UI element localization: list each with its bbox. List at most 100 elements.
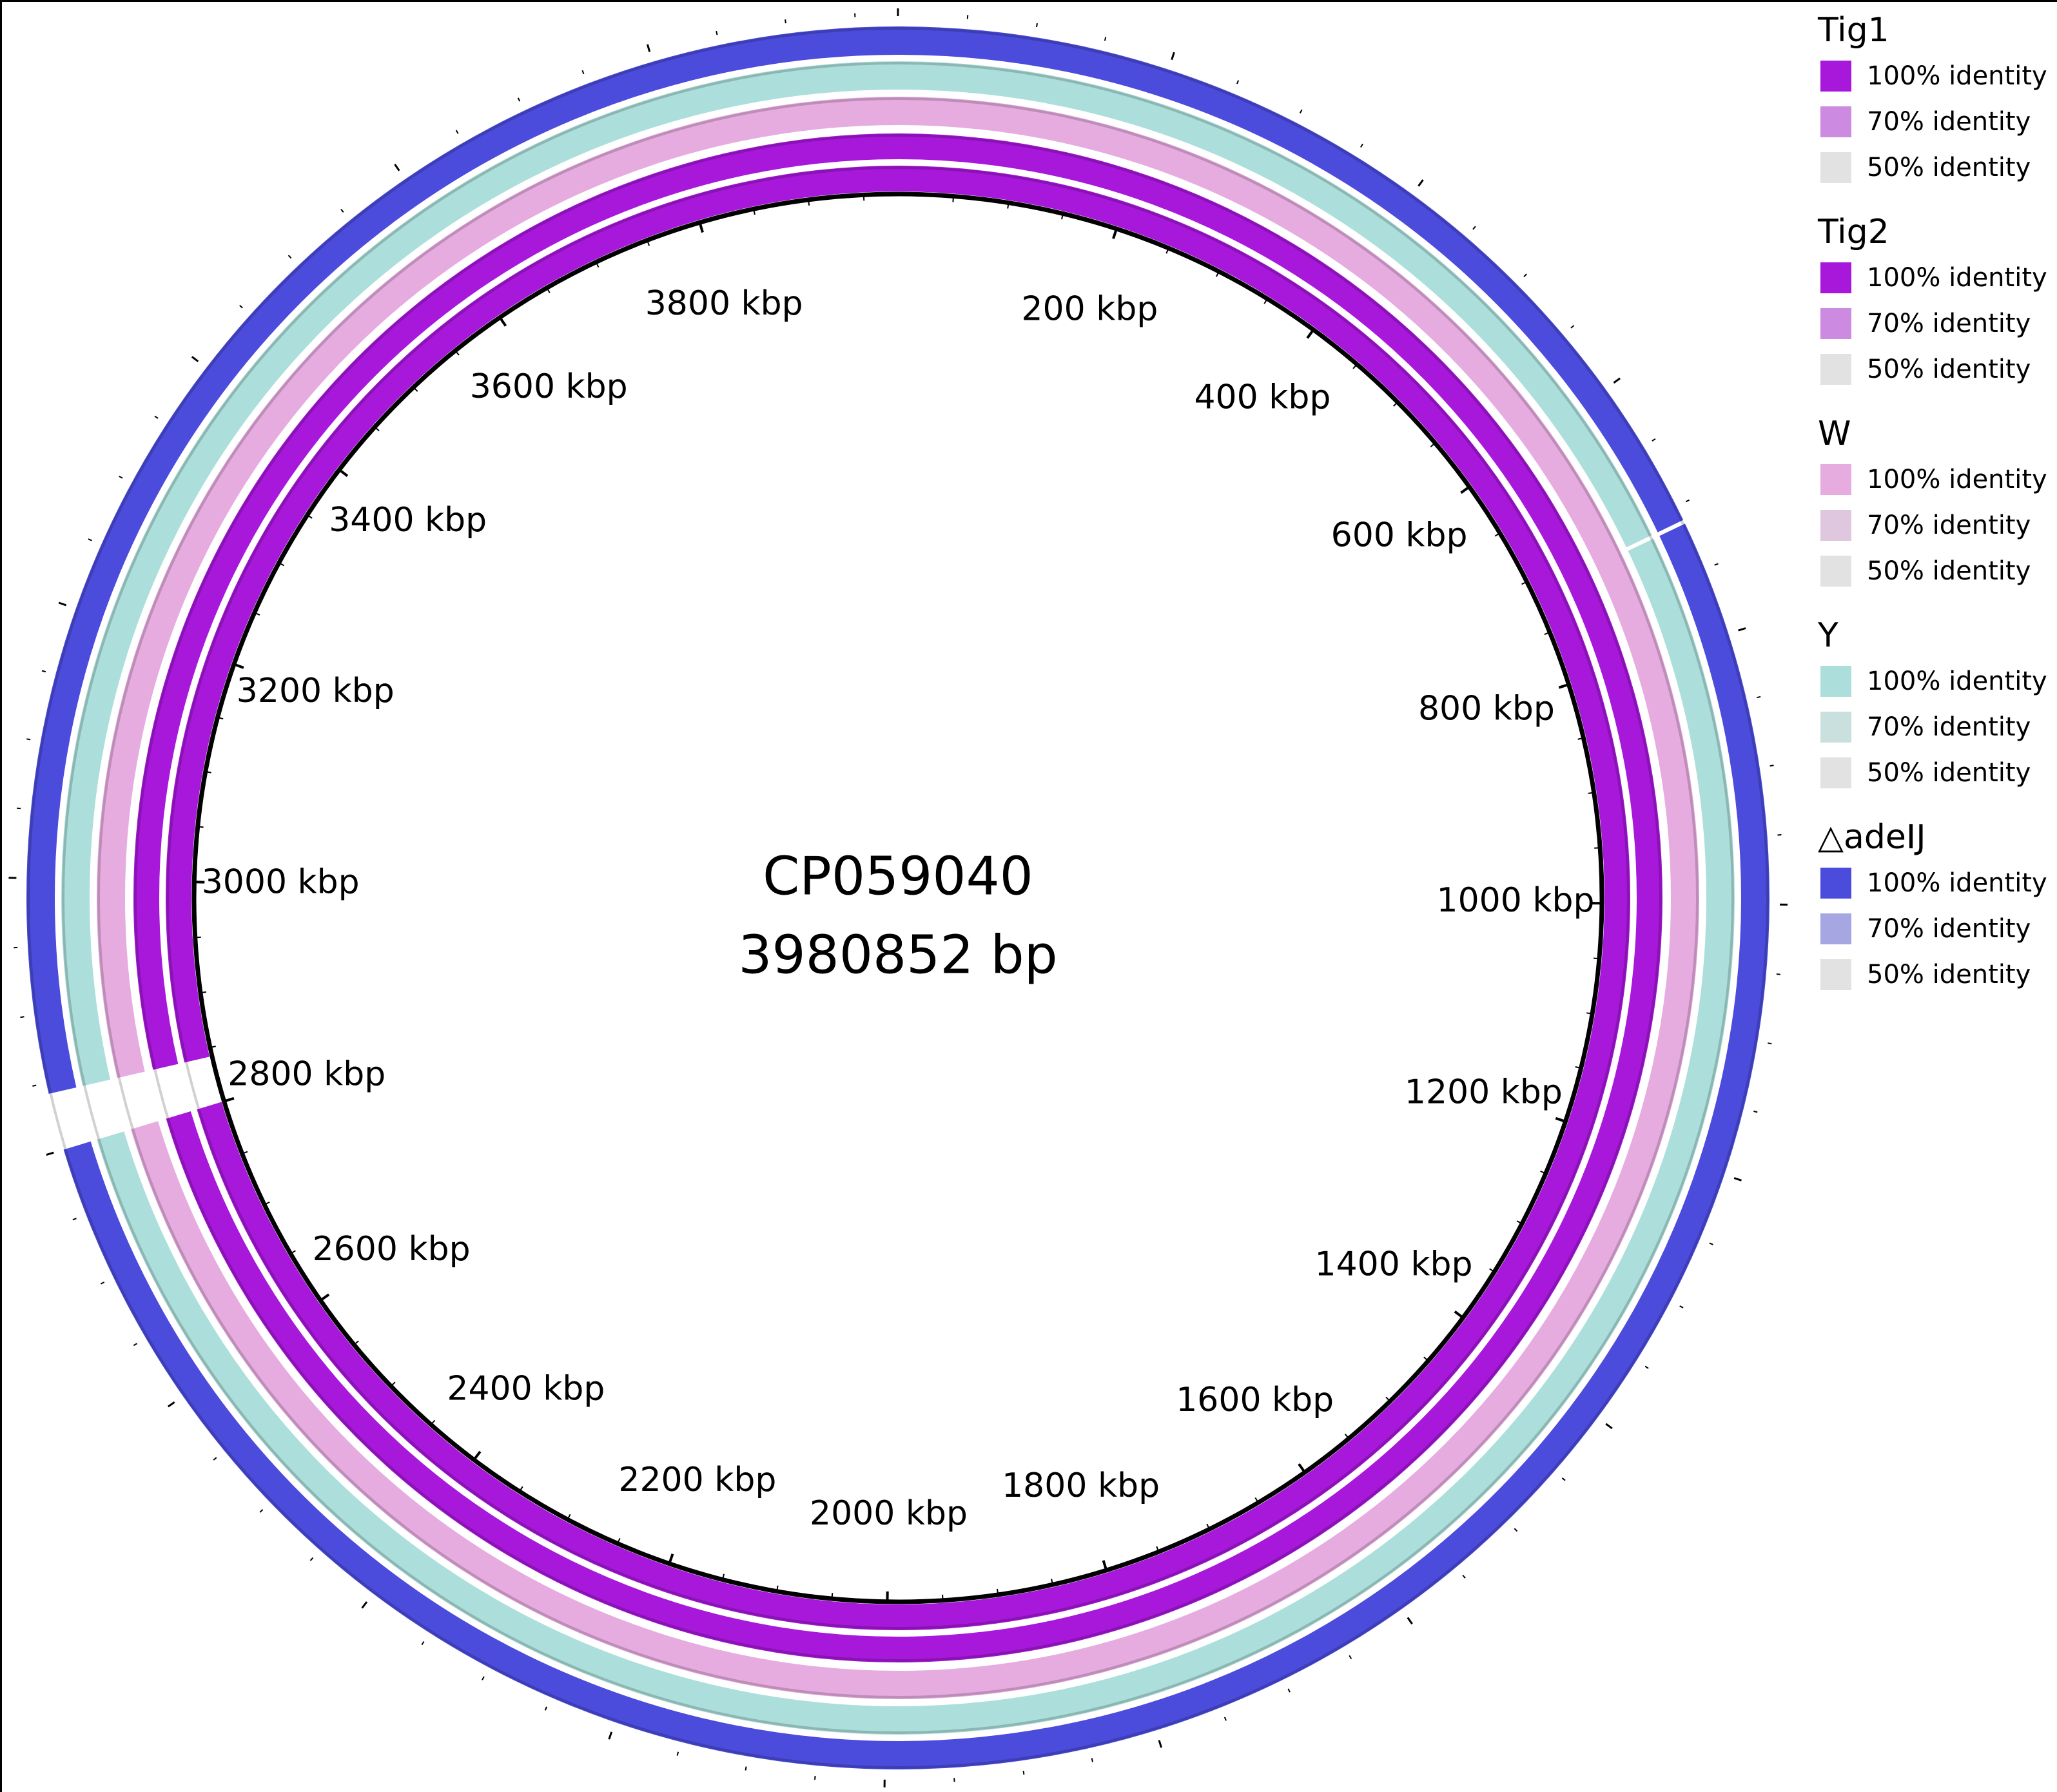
tick-label: 3600 kbp [470, 367, 628, 406]
legend-swatch [1820, 711, 1851, 743]
ring-5-segment [63, 523, 1769, 1769]
ring-1-segment [166, 166, 899, 1063]
ring-4-segment [61, 61, 899, 1086]
ring-2-edge [134, 134, 1662, 1662]
tick-label: 1200 kbp [1405, 1073, 1563, 1111]
legend-item: 50% identity [1818, 548, 2057, 594]
outer-tick [1360, 143, 1363, 148]
outer-tick [421, 1641, 425, 1646]
outer-tick [119, 476, 123, 479]
ring-3-segment [97, 97, 899, 1078]
outer-tick [1407, 1617, 1413, 1625]
outer-tick [1613, 377, 1621, 384]
legend-item-label: 50% identity [1867, 152, 2031, 182]
legend-item: 100% identity [1818, 860, 2057, 906]
legend-item-label: 70% identity [1867, 712, 2031, 742]
outer-tick [1652, 438, 1656, 442]
genome-name: CP059040 [763, 846, 1033, 907]
tick-label: 600 kbp [1331, 516, 1468, 554]
legend-item-label: 100% identity [1867, 464, 2047, 494]
outer-tick [167, 1401, 175, 1408]
outer-tick [361, 1601, 368, 1609]
outer-tick [309, 1557, 314, 1561]
tick-label: 1800 kbp [1002, 1466, 1160, 1505]
legend-item-label: 70% identity [1867, 510, 2031, 540]
legend-item-label: 50% identity [1867, 556, 2031, 586]
legend-item: 50% identity [1818, 951, 2057, 997]
legend-swatch [1820, 959, 1851, 990]
legend-swatch [1820, 307, 1851, 339]
legend-item: 70% identity [1818, 300, 2057, 346]
tick-label: 2000 kbp [810, 1494, 968, 1533]
outer-tick [1236, 80, 1240, 84]
outer-tick [785, 19, 786, 24]
outer-tick [17, 807, 21, 810]
legend-swatch [1820, 106, 1851, 137]
outer-tick [1570, 325, 1575, 329]
tick-label: 1400 kbp [1315, 1245, 1473, 1283]
legend-item: 100% identity [1818, 456, 2057, 502]
legend-group-title: Y [1818, 616, 1838, 655]
legend-item-label: 50% identity [1867, 757, 2031, 788]
legend-swatch [1820, 913, 1851, 944]
ring-3-segment [130, 97, 1699, 1699]
tick-label: 2800 kbp [228, 1055, 385, 1094]
outer-tick [1769, 765, 1774, 767]
outer-tick [1561, 1477, 1566, 1481]
ring-4-segment [897, 61, 1652, 548]
legend-swatch [1820, 353, 1851, 385]
legend-swatch [1820, 60, 1851, 92]
outer-tick [394, 164, 400, 171]
tick-label: 200 kbp [1021, 289, 1158, 328]
outer-tick [100, 1281, 105, 1285]
tick-label: 3000 kbp [202, 862, 360, 901]
legend-swatch [1820, 151, 1851, 183]
ring-1-edge [166, 166, 1630, 1630]
outer-tick [1738, 627, 1746, 632]
outer-tick [239, 304, 243, 309]
outer-tick [608, 1731, 613, 1740]
tick-label: 3400 kbp [329, 501, 487, 540]
tick-label: 3800 kbp [645, 284, 803, 323]
outer-tick [288, 255, 292, 259]
legend-item-label: 100% identity [1867, 61, 2047, 91]
legend-item-label: 70% identity [1867, 308, 2031, 338]
blast-rings [26, 26, 1769, 1769]
outer-tick [1514, 1528, 1518, 1532]
outer-tick [154, 415, 159, 419]
tick-label: 2400 kbp [447, 1370, 605, 1408]
genome-backbone-circle [191, 191, 1604, 1604]
outer-tick [581, 70, 585, 75]
outer-tick [517, 97, 521, 102]
outer-tick [1523, 273, 1527, 278]
outer-tick [1679, 1305, 1684, 1309]
outer-tick [1462, 1574, 1466, 1579]
legend-swatch [1820, 665, 1851, 697]
outer-tick [1472, 226, 1476, 230]
genome-length: 3980852 bp [738, 924, 1057, 986]
outer-tick [1768, 1042, 1772, 1045]
outer-tick [1644, 1365, 1649, 1369]
outer-tick [455, 130, 459, 134]
legend-item: 70% identity [1818, 906, 2057, 951]
outer-tick [58, 601, 67, 607]
outer-tick [1685, 499, 1690, 503]
ring-3-edge [97, 97, 1699, 1699]
outer-tick [72, 1218, 77, 1221]
legend-item-label: 50% identity [1867, 354, 2031, 384]
tick-label: 1000 kbp [1437, 881, 1595, 920]
outer-tick [1349, 1655, 1352, 1659]
ring-5-edge [27, 27, 1769, 1769]
legend-item-label: 70% identity [1867, 913, 2031, 944]
outer-tick [88, 538, 92, 541]
tick-label: 400 kbp [1194, 378, 1331, 417]
ring-4-edge [62, 62, 1734, 1734]
outer-tick [1287, 1688, 1291, 1693]
outer-tick [340, 208, 344, 213]
outer-tick [1605, 1423, 1613, 1430]
